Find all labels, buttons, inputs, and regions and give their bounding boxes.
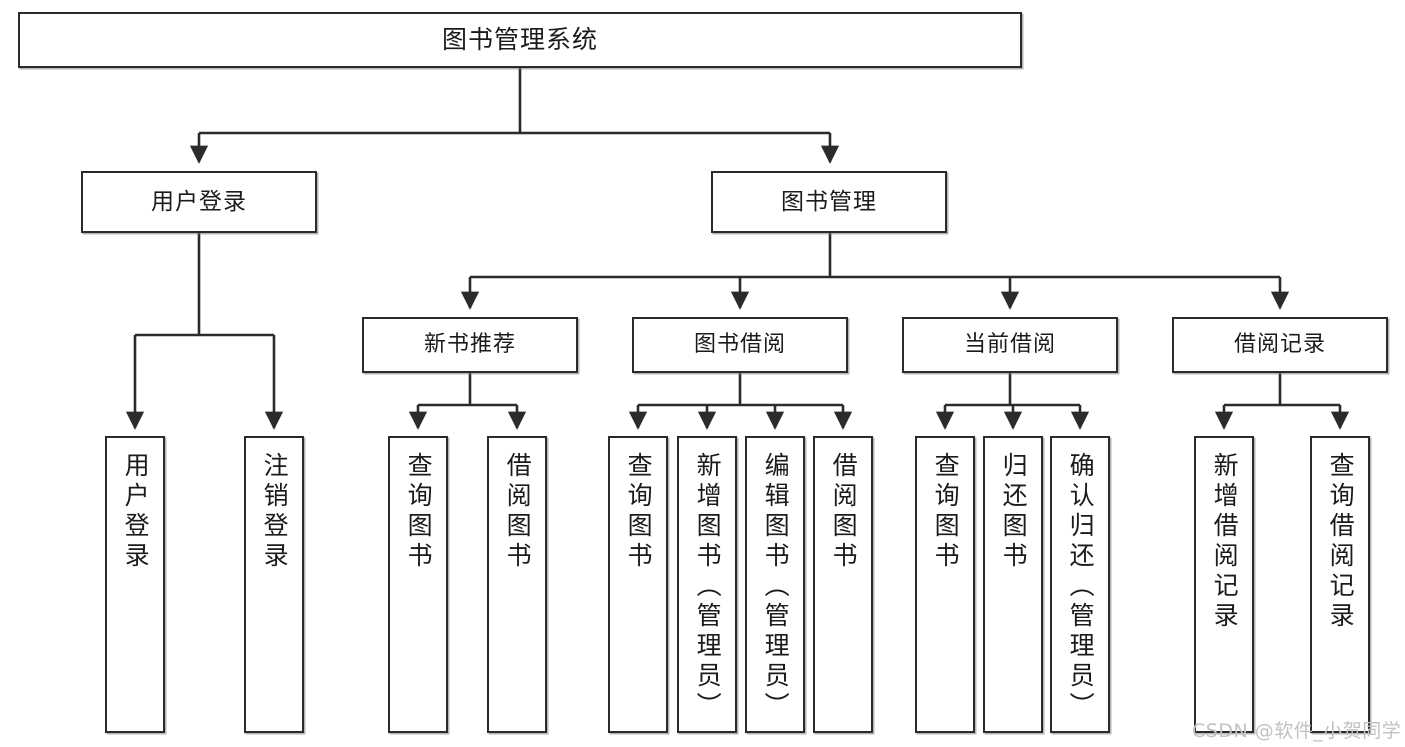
node-label: 新增借阅记录 <box>1210 452 1240 632</box>
node-leaf-query-book-current[interactable]: 查询图书 <box>915 436 975 733</box>
edges-root-to-level1 <box>189 68 840 164</box>
node-user-login[interactable]: 用户登录 <box>81 171 317 233</box>
node-leaf-confirm-return-admin[interactable]: 确认归还（管理员） <box>1050 436 1110 733</box>
node-current-borrow[interactable]: 当前借阅 <box>902 317 1118 373</box>
node-label: 图书借阅 <box>693 331 786 357</box>
edges-bookmgmt-to-level2 <box>460 233 1290 310</box>
node-book-management[interactable]: 图书管理 <box>711 171 947 233</box>
node-label: 注销登录 <box>260 452 290 572</box>
edges-currentborrow-to-leaves <box>935 373 1090 430</box>
node-label: 当前借阅 <box>963 331 1056 357</box>
node-root-system[interactable]: 图书管理系统 <box>18 12 1022 68</box>
edges-recommend-to-leaves <box>408 373 527 430</box>
node-label: 图书管理系统 <box>441 24 598 54</box>
node-label: 查询借阅记录 <box>1326 452 1356 632</box>
node-label: 归还图书 <box>999 452 1029 572</box>
node-label: 用户登录 <box>151 188 247 215</box>
node-label: 查询图书 <box>404 452 434 572</box>
node-leaf-user-logout[interactable]: 注销登录 <box>244 436 304 733</box>
node-leaf-query-book-borrow[interactable]: 查询图书 <box>608 436 668 733</box>
node-label: 新增图书（管理员） <box>693 452 723 722</box>
node-label: 用户登录 <box>121 452 151 572</box>
node-leaf-query-book-recommend[interactable]: 查询图书 <box>388 436 448 733</box>
node-label: 新书推荐 <box>423 331 516 357</box>
edges-userlogin-to-leaves <box>125 233 284 430</box>
edges-borrowrecords-to-leaves <box>1214 373 1350 430</box>
node-label: 借阅图书 <box>829 452 859 572</box>
node-leaf-return-book[interactable]: 归还图书 <box>983 436 1043 733</box>
node-label: 确认归还（管理员） <box>1066 452 1096 722</box>
node-label: 查询图书 <box>931 452 961 572</box>
node-leaf-edit-book-admin[interactable]: 编辑图书（管理员） <box>745 436 805 733</box>
node-leaf-user-login[interactable]: 用户登录 <box>105 436 165 733</box>
node-label: 借阅图书 <box>503 452 533 572</box>
node-leaf-add-borrow-record[interactable]: 新增借阅记录 <box>1194 436 1254 733</box>
edges-bookborrow-to-leaves <box>628 373 853 430</box>
node-label: 查询图书 <box>624 452 654 572</box>
node-leaf-borrow-book[interactable]: 借阅图书 <box>813 436 873 733</box>
node-book-borrow[interactable]: 图书借阅 <box>632 317 848 373</box>
node-label: 图书管理 <box>781 188 877 215</box>
node-leaf-query-borrow-record[interactable]: 查询借阅记录 <box>1310 436 1370 733</box>
node-label: 编辑图书（管理员） <box>761 452 791 722</box>
node-label: 借阅记录 <box>1233 331 1326 357</box>
node-new-book-recommend[interactable]: 新书推荐 <box>362 317 578 373</box>
node-leaf-borrow-book-recommend[interactable]: 借阅图书 <box>487 436 547 733</box>
node-borrow-records[interactable]: 借阅记录 <box>1172 317 1388 373</box>
csdn-watermark: CSDN @软件_小贺同学 <box>1192 720 1402 742</box>
node-leaf-add-book-admin[interactable]: 新增图书（管理员） <box>677 436 737 733</box>
